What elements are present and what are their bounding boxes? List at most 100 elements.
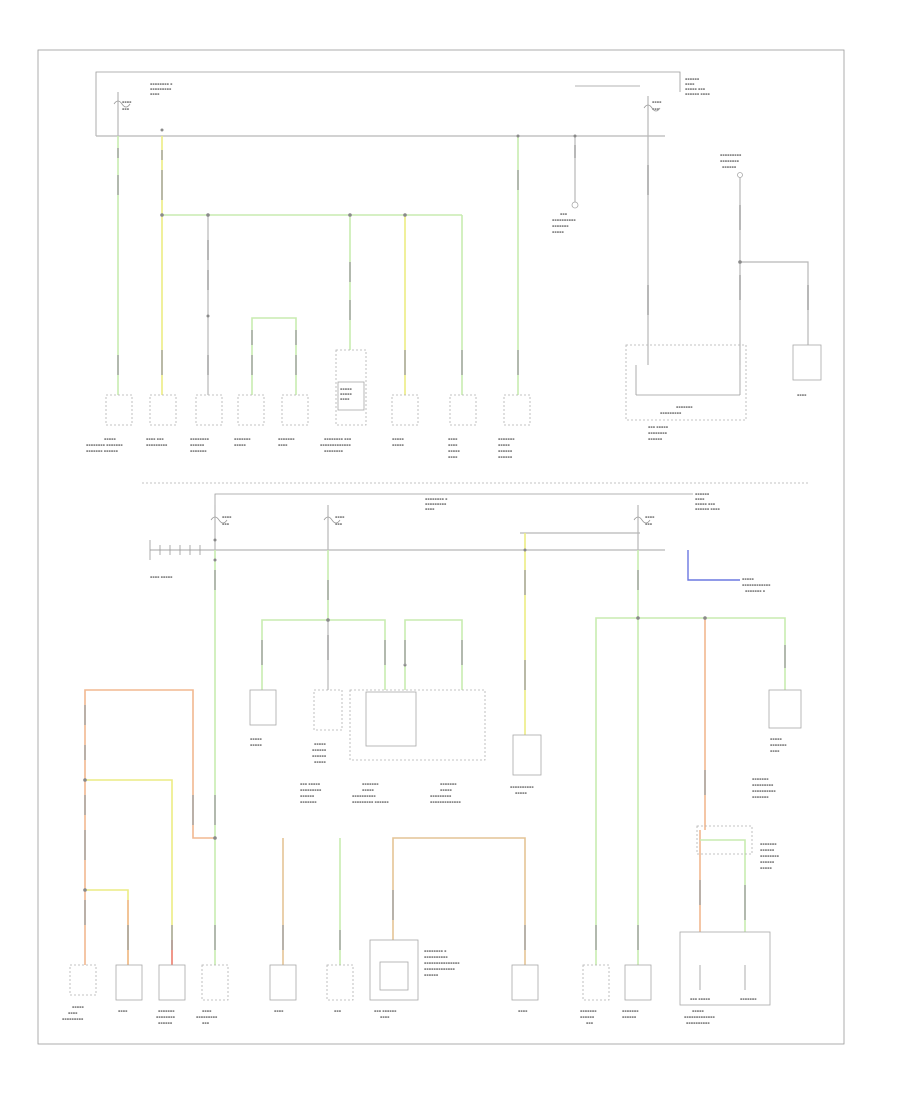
svg-text:▪▪▪: ▪▪▪ [334, 1009, 342, 1013]
bottom-component-labels: ▪▪▪▪▪▪▪▪▪▪ ▪▪▪▪▪▪▪▪▪▪▪▪▪▪▪▪▪▪▪▪▪▪ ▪▪▪ ▪▪… [62, 737, 787, 1025]
svg-text:▪▪▪▪▪▪▪▪: ▪▪▪▪▪▪▪▪ [720, 159, 740, 163]
svg-text:▪▪▪▪▪▪▪: ▪▪▪▪▪▪▪ [158, 1009, 175, 1013]
svg-text:▪▪▪▪▪▪ ▪▪▪▪: ▪▪▪▪▪▪ ▪▪▪▪ [685, 92, 710, 96]
svg-text:▪▪▪: ▪▪▪ [586, 1021, 594, 1025]
svg-text:▪▪▪▪▪▪▪▪▪: ▪▪▪▪▪▪▪▪▪ [430, 794, 452, 798]
svg-text:▪▪▪▪▪▪▪: ▪▪▪▪▪▪▪ [622, 1009, 639, 1013]
svg-text:▪▪▪▪▪▪▪▪ ▪▪▪▪▪▪▪: ▪▪▪▪▪▪▪▪ ▪▪▪▪▪▪▪ [86, 443, 123, 447]
bottom-junction-dots [83, 538, 707, 892]
svg-text:▪▪▪▪▪▪▪: ▪▪▪▪▪▪▪ [440, 782, 457, 786]
svg-text:▪▪▪▪▪▪▪: ▪▪▪▪▪▪▪ [752, 795, 769, 799]
svg-text:▪▪▪▪▪▪: ▪▪▪▪▪▪ [190, 443, 205, 447]
bottom-components [69, 689, 802, 1006]
svg-text:▪▪▪: ▪▪▪ [202, 1021, 210, 1025]
svg-text:▪▪▪▪▪▪▪: ▪▪▪▪▪▪▪ [552, 224, 569, 228]
svg-text:▪▪▪▪▪: ▪▪▪▪▪ [515, 791, 527, 795]
svg-text:▪▪▪▪: ▪▪▪▪ [274, 1009, 284, 1013]
svg-text:▪▪▪▪▪▪▪▪▪▪▪▪▪▪▪: ▪▪▪▪▪▪▪▪▪▪▪▪▪▪▪ [424, 961, 460, 965]
svg-text:▪▪▪▪▪: ▪▪▪▪▪ [392, 443, 404, 447]
svg-text:▪▪▪▪: ▪▪▪▪ [68, 1011, 78, 1015]
svg-text:▪▪▪▪▪: ▪▪▪▪▪ [72, 1005, 84, 1009]
page-frame [37, 49, 845, 1045]
svg-text:▪▪▪▪▪: ▪▪▪▪▪ [234, 443, 246, 447]
svg-text:▪▪▪▪▪: ▪▪▪▪▪ [340, 392, 352, 396]
svg-text:▪▪▪▪▪: ▪▪▪▪▪ [692, 1009, 704, 1013]
svg-text:▪▪▪▪: ▪▪▪▪ [770, 749, 780, 753]
svg-text:▪▪▪▪▪▪▪▪▪: ▪▪▪▪▪▪▪▪▪ [425, 502, 447, 506]
svg-text:▪▪▪▪: ▪▪▪▪ [222, 515, 232, 519]
svg-text:▪▪▪▪▪▪: ▪▪▪▪▪▪ [312, 754, 327, 758]
svg-text:▪▪▪▪▪▪▪: ▪▪▪▪▪▪▪ [190, 449, 207, 453]
svg-text:▪▪▪▪▪▪: ▪▪▪▪▪▪ [760, 860, 775, 864]
svg-text:▪▪▪: ▪▪▪ [122, 107, 130, 111]
svg-text:▪▪▪▪▪▪▪▪▪▪: ▪▪▪▪▪▪▪▪▪▪ [686, 1021, 710, 1025]
svg-text:▪▪▪▪: ▪▪▪▪ [278, 443, 288, 447]
svg-text:▪▪▪▪▪▪▪: ▪▪▪▪▪▪▪ [752, 777, 769, 781]
bottom-branch-wires [84, 533, 786, 965]
svg-text:▪▪▪▪: ▪▪▪▪ [448, 443, 458, 447]
svg-text:▪▪▪▪▪: ▪▪▪▪▪ [760, 866, 772, 870]
top-junction-dots [160, 128, 742, 318]
svg-text:▪▪▪▪: ▪▪▪▪ [645, 515, 655, 519]
svg-text:▪▪▪▪: ▪▪▪▪ [518, 1009, 528, 1013]
svg-text:▪▪▪▪▪▪▪: ▪▪▪▪▪▪▪ [234, 437, 251, 441]
svg-text:▪▪▪▪▪: ▪▪▪▪▪ [770, 737, 782, 741]
svg-text:▪▪▪▪▪▪▪▪▪: ▪▪▪▪▪▪▪▪▪ [660, 411, 682, 415]
fuse-symbols-top [113, 92, 661, 136]
top-branch-wires [117, 136, 809, 395]
connector-marks-bottom [84, 570, 786, 950]
svg-text:▪▪▪▪▪▪▪ ▪: ▪▪▪▪▪▪▪ ▪ [745, 589, 766, 593]
svg-text:▪▪▪▪: ▪▪▪▪ [335, 515, 345, 519]
svg-text:▪▪▪▪: ▪▪▪▪ [340, 397, 350, 401]
svg-text:▪▪▪▪▪▪: ▪▪▪▪▪▪ [498, 449, 513, 453]
fuse-labels-top: ▪▪▪▪▪▪▪▪ ▪▪▪▪▪▪▪▪▪▪▪▪▪▪ ▪▪▪▪▪▪▪▪▪▪▪▪▪▪▪ … [122, 77, 710, 111]
fuse-labels-bottom: ▪▪▪▪▪▪▪▪ ▪▪▪▪▪▪▪▪▪▪▪▪▪▪ ▪▪▪▪▪▪▪▪▪▪▪▪▪▪▪ … [150, 492, 771, 593]
svg-text:▪▪▪▪▪▪ ▪▪▪▪: ▪▪▪▪▪▪ ▪▪▪▪ [695, 507, 720, 511]
svg-text:▪▪▪▪▪: ▪▪▪▪▪ [314, 742, 326, 746]
svg-text:▪▪▪▪: ▪▪▪▪ [425, 507, 435, 511]
svg-text:▪▪▪▪▪: ▪▪▪▪▪ [742, 577, 754, 581]
svg-text:▪▪▪▪▪: ▪▪▪▪▪ [314, 760, 326, 764]
svg-text:▪▪▪▪▪▪▪▪: ▪▪▪▪▪▪▪▪ [324, 449, 344, 453]
svg-text:▪▪▪: ▪▪▪ [645, 522, 653, 526]
svg-text:▪▪▪▪▪: ▪▪▪▪▪ [392, 437, 404, 441]
fuse-box-outline-top [95, 71, 681, 136]
svg-text:▪▪▪▪: ▪▪▪▪ [797, 393, 807, 397]
svg-text:▪▪▪▪▪: ▪▪▪▪▪ [448, 449, 460, 453]
svg-text:▪▪▪▪▪▪▪ ▪▪▪▪▪▪: ▪▪▪▪▪▪▪ ▪▪▪▪▪▪ [86, 449, 119, 453]
svg-text:▪▪▪▪▪▪: ▪▪▪▪▪▪ [158, 1021, 173, 1025]
svg-text:▪▪▪▪▪▪▪▪▪: ▪▪▪▪▪▪▪▪▪ [150, 87, 172, 91]
svg-text:▪▪▪▪▪▪▪: ▪▪▪▪▪▪▪ [760, 842, 777, 846]
svg-text:▪▪▪▪▪▪: ▪▪▪▪▪▪ [622, 1015, 637, 1019]
svg-text:▪▪▪▪▪▪▪▪▪: ▪▪▪▪▪▪▪▪▪ [62, 1017, 84, 1021]
connector-marks-top [117, 145, 809, 375]
svg-text:▪▪▪▪▪▪▪▪▪: ▪▪▪▪▪▪▪▪▪ [146, 443, 168, 447]
svg-text:▪▪▪▪: ▪▪▪▪ [652, 100, 662, 104]
top-components [105, 172, 822, 426]
svg-text:▪▪▪▪▪: ▪▪▪▪▪ [250, 737, 262, 741]
fuse-symbols-bottom [149, 505, 651, 560]
svg-text:▪▪▪▪▪: ▪▪▪▪▪ [362, 788, 374, 792]
svg-text:▪▪▪ ▪▪▪▪▪▪: ▪▪▪ ▪▪▪▪▪▪ [374, 1009, 397, 1013]
svg-text:▪▪▪▪▪▪▪: ▪▪▪▪▪▪▪ [278, 437, 295, 441]
svg-text:▪▪▪: ▪▪▪ [335, 522, 343, 526]
svg-text:▪▪▪: ▪▪▪ [560, 212, 568, 216]
svg-text:▪▪▪▪▪▪▪: ▪▪▪▪▪▪▪ [740, 997, 757, 1001]
svg-text:▪▪▪▪▪▪▪▪ ▪: ▪▪▪▪▪▪▪▪ ▪ [424, 949, 447, 953]
svg-text:▪▪▪▪▪▪: ▪▪▪▪▪▪ [300, 794, 315, 798]
svg-text:▪▪▪▪▪: ▪▪▪▪▪ [340, 387, 352, 391]
svg-text:▪▪▪▪▪▪▪▪▪: ▪▪▪▪▪▪▪▪▪ [720, 153, 742, 157]
svg-text:▪▪▪▪: ▪▪▪▪ [685, 82, 695, 86]
svg-text:▪▪▪▪▪ ▪▪▪: ▪▪▪▪▪ ▪▪▪ [685, 87, 706, 91]
svg-text:▪▪▪▪▪▪: ▪▪▪▪▪▪ [760, 848, 775, 852]
svg-text:▪▪▪▪▪▪▪: ▪▪▪▪▪▪▪ [498, 437, 515, 441]
svg-text:▪▪▪: ▪▪▪ [652, 107, 660, 111]
svg-text:▪▪▪▪: ▪▪▪▪ [118, 1009, 128, 1013]
svg-text:▪▪▪▪: ▪▪▪▪ [122, 100, 132, 104]
svg-text:▪▪▪▪▪▪▪: ▪▪▪▪▪▪▪ [300, 800, 317, 804]
top-component-labels: ▪▪▪▪▪▪▪▪▪▪▪▪▪ ▪▪▪▪▪▪▪▪▪▪▪▪▪▪ ▪▪▪▪▪▪ ▪▪▪▪… [86, 153, 807, 459]
svg-text:▪▪▪ ▪▪▪▪▪: ▪▪▪ ▪▪▪▪▪ [300, 782, 321, 786]
svg-text:▪▪▪▪▪▪▪: ▪▪▪▪▪▪▪ [362, 782, 379, 786]
svg-text:▪▪▪▪▪: ▪▪▪▪▪ [498, 443, 510, 447]
svg-text:▪▪▪▪▪: ▪▪▪▪▪ [250, 743, 262, 747]
